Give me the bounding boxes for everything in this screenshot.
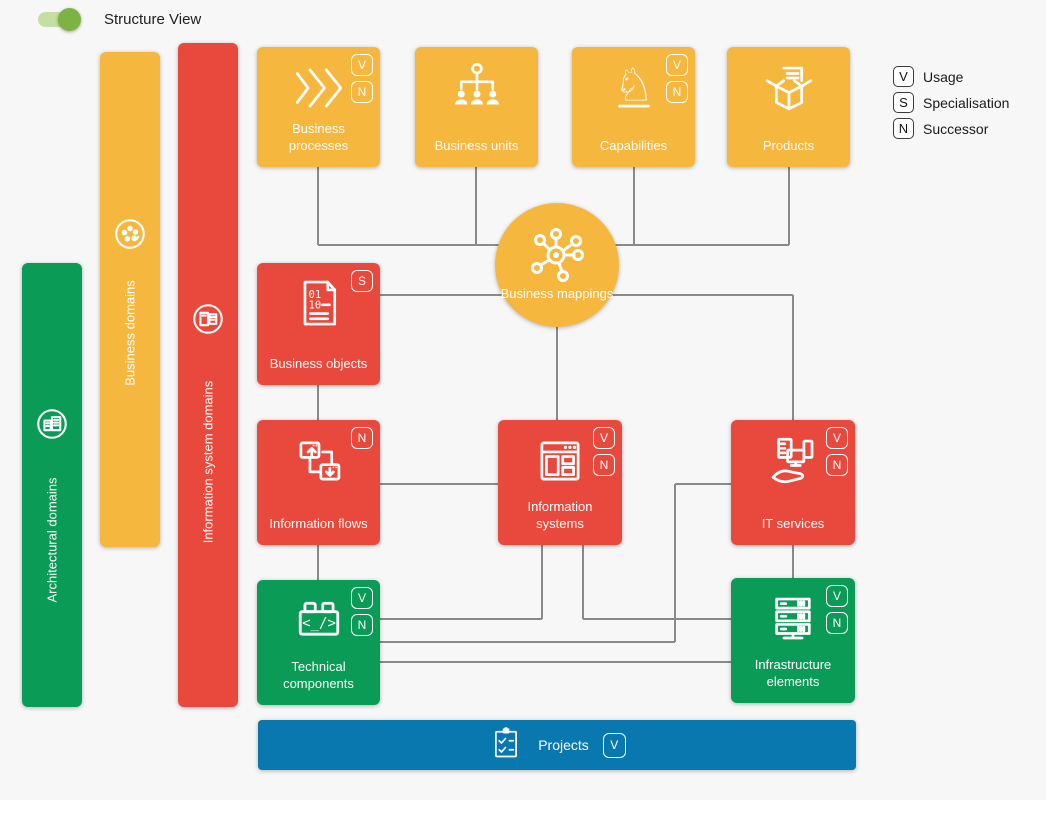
relation-badge-n: N: [826, 612, 848, 634]
relation-badge-n: N: [593, 454, 615, 476]
structure-view-toggle[interactable]: [38, 8, 81, 31]
usage-label: Usage: [923, 68, 964, 85]
business-domains-label: Business domains: [122, 280, 138, 386]
architectural-domains-label: Architectural domains: [44, 477, 60, 603]
bar-business-domains[interactable]: Business domains: [100, 52, 160, 547]
hub-icon: [495, 225, 619, 289]
code-brick-icon: <_/>: [257, 592, 380, 652]
relation-badge-v: V: [826, 585, 848, 607]
badge-stack: N: [351, 427, 373, 449]
node-business-mappings[interactable]: Business mappings: [495, 203, 619, 327]
svg-text:10: 10: [308, 299, 321, 311]
node-projects[interactable]: Projects V: [258, 720, 856, 770]
node-label: Business mappings: [500, 286, 614, 302]
node-label: Information flows: [269, 516, 368, 532]
node-label: Projects: [538, 737, 589, 753]
successor-badge: N: [893, 118, 914, 139]
device-icon: [186, 297, 230, 341]
clipboard-icon: [488, 725, 524, 766]
node-label: Capabilities: [599, 138, 668, 154]
app-window-icon: [498, 432, 622, 490]
service-hand-icon: [731, 432, 855, 490]
legend-row-successor: N Successor: [893, 118, 1009, 139]
node-business-units[interactable]: Business units: [415, 47, 538, 167]
structure-view-toggle-group: Structure View: [38, 8, 202, 31]
relation-badge-v: V: [602, 732, 626, 758]
node-label: Information systems: [527, 498, 593, 532]
badge-stack: S: [351, 270, 373, 292]
information-system-domains-label: Information system domains: [200, 380, 216, 544]
flower-icon: [108, 212, 152, 256]
node-label: Technical components: [283, 658, 354, 692]
node-products[interactable]: Products: [727, 47, 850, 167]
window-flow-icon: [257, 432, 380, 490]
server-stack-icon: [731, 590, 855, 648]
toggle-knob[interactable]: [58, 8, 81, 31]
node-label: Business objects: [269, 356, 368, 372]
legend: V Usage S Specialisation N Successor: [893, 66, 1009, 144]
svg-text:<_/>: <_/>: [302, 616, 336, 632]
buildings-icon: [30, 402, 74, 446]
specialisation-badge: S: [893, 92, 914, 113]
structure-view-label: Structure View: [104, 11, 202, 28]
svg-text:♘: ♘: [613, 59, 654, 112]
usage-badge: V: [893, 66, 914, 87]
node-label: Infrastructure elements: [754, 656, 832, 690]
relation-badge-s: S: [351, 270, 373, 292]
specialisation-label: Specialisation: [923, 94, 1010, 111]
relation-badge-n: N: [351, 614, 373, 636]
badge-stack: V: [602, 732, 626, 758]
chevrons-icon: [257, 59, 380, 117]
org-chart-icon: [415, 59, 538, 115]
relation-badge-n: N: [351, 427, 373, 449]
node-label: IT services: [761, 516, 825, 532]
node-label: Products: [762, 138, 815, 154]
relation-badge-v: V: [826, 427, 848, 449]
successor-label: Successor: [923, 120, 989, 137]
relation-badge-v: V: [666, 54, 688, 76]
node-label: Business units: [434, 138, 519, 154]
relation-badge-v: V: [351, 587, 373, 609]
node-label: Business processes: [288, 120, 349, 154]
node-information-flows[interactable]: N Information flows: [257, 420, 380, 545]
legend-row-usage: V Usage: [893, 66, 1009, 87]
svg-text:01: 01: [308, 289, 321, 301]
knight-icon: ♘: [572, 59, 695, 117]
relation-badge-n: N: [351, 81, 373, 103]
bar-architectural-domains[interactable]: Architectural domains: [22, 263, 82, 707]
relation-badge-n: N: [826, 454, 848, 476]
structure-view-canvas: Structure View V Usage S Specialisation …: [22, 8, 1010, 770]
open-box-icon: [727, 59, 850, 117]
relation-badge-v: V: [351, 54, 373, 76]
bar-information-system-domains[interactable]: Information system domains: [178, 43, 238, 707]
legend-row-specialisation: S Specialisation: [893, 92, 1009, 113]
relation-badge-v: V: [593, 427, 615, 449]
relation-badge-n: N: [666, 81, 688, 103]
